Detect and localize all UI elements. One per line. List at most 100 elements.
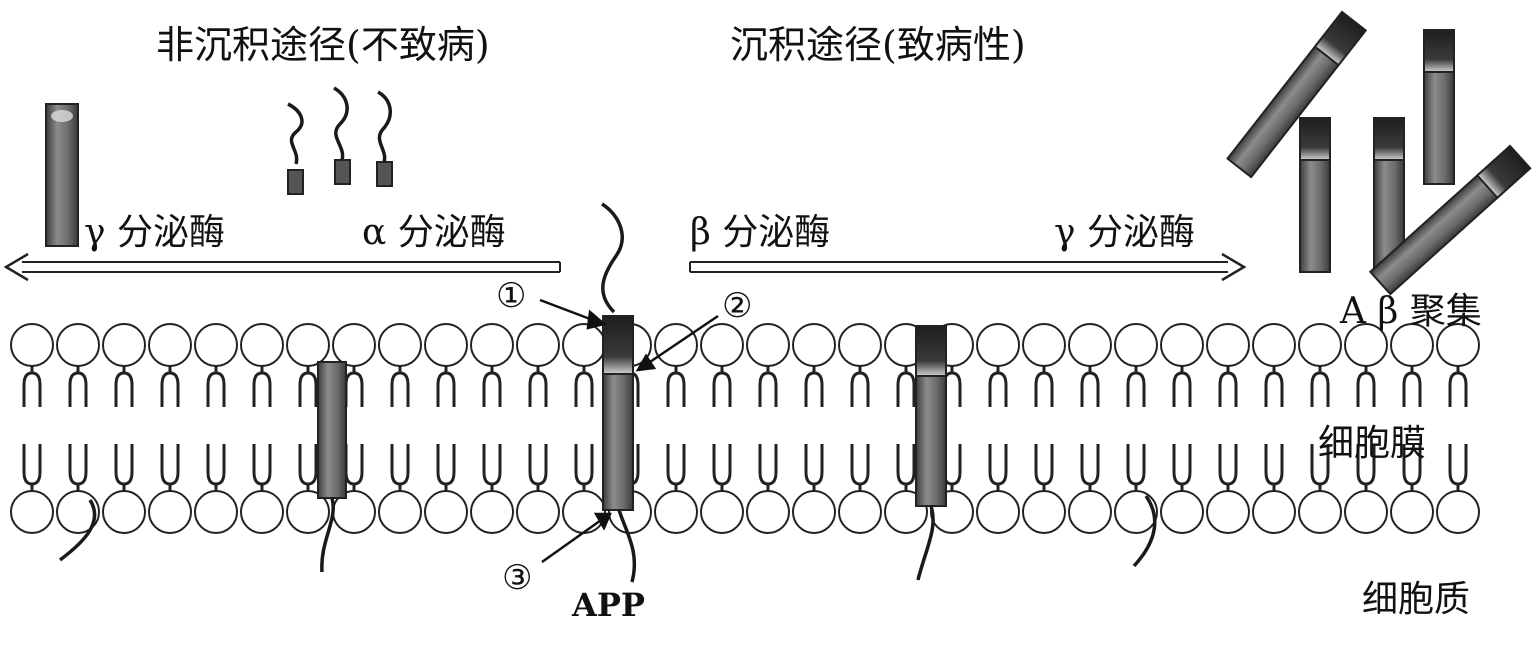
amyloid-arrow [689, 252, 1247, 282]
lipid-tail-inner [988, 444, 1008, 491]
cleavage-site-1-marker: ① [496, 276, 527, 316]
lipid-head-outer [148, 323, 192, 367]
lipid-tail-outer [436, 366, 456, 407]
lipid-tail-inner [390, 444, 410, 491]
lipid-tail-inner [1034, 444, 1054, 491]
lipid-tail-outer [344, 366, 364, 407]
lipid-tail-outer [804, 366, 824, 407]
lipid-head-inner [1114, 490, 1158, 534]
lipid-head-outer [746, 323, 790, 367]
lipid-tail-outer [482, 366, 502, 407]
lipid-head-inner [1344, 490, 1388, 534]
cell-membrane-label: 细胞膜 [1318, 423, 1427, 464]
lipid-tail-inner [206, 444, 226, 491]
lipid-tail-outer [666, 366, 686, 407]
lipid-head-inner [654, 490, 698, 534]
lipid-tail-inner [758, 444, 778, 491]
lipid-tail-inner [160, 444, 180, 491]
lipid-tail-inner [252, 444, 272, 491]
lipid-head-inner [976, 490, 1020, 534]
lipid-bilayer [10, 323, 1480, 534]
lipid-tail-outer [1402, 366, 1422, 407]
lipid-head-inner [148, 490, 192, 534]
lipid-tail-outer [1310, 366, 1330, 407]
membrane-fragment-left [317, 361, 347, 573]
lipid-tail-inner [1126, 444, 1146, 491]
lipid-head-outer [286, 323, 330, 367]
lipid-tail-outer [252, 366, 272, 407]
lipid-tail-inner [528, 444, 548, 491]
lipid-tail-inner [712, 444, 732, 491]
lipid-tail-inner [1172, 444, 1192, 491]
lipid-tail-inner [436, 444, 456, 491]
lipid-head-inner [1068, 490, 1112, 534]
lipid-head-inner [746, 490, 790, 534]
lipid-head-inner [700, 490, 744, 534]
lipid-tail-outer [1126, 366, 1146, 407]
lipid-head-outer [1252, 323, 1296, 367]
lipid-head-inner [10, 490, 54, 534]
lipid-tail-inner [22, 444, 42, 491]
lipid-tail-outer [528, 366, 548, 407]
cleavage-site-3-marker: ③ [502, 558, 533, 598]
app-label: APP [572, 586, 645, 624]
abeta-aggregate-label: A β 聚集 [1340, 291, 1482, 332]
lipid-tail-outer [758, 366, 778, 407]
lipid-head-outer [1114, 323, 1158, 367]
gamma-secretase-right-label: γ 分泌酶 [1054, 212, 1195, 253]
lipid-head-inner [1022, 490, 1066, 534]
lipid-head-outer [332, 323, 376, 367]
lipid-head-outer [562, 323, 606, 367]
cytoplasm-label: 细胞质 [1362, 579, 1471, 620]
gamma-secretase-left-label: γ 分泌酶 [84, 212, 225, 253]
lipid-head-outer [838, 323, 882, 367]
lipid-tail-inner [1264, 444, 1284, 491]
lipid-head-outer [470, 323, 514, 367]
lipid-tail-outer [1034, 366, 1054, 407]
lipid-tail-inner [1402, 444, 1422, 491]
lipid-tail-outer [1264, 366, 1284, 407]
lipid-head-outer [1206, 323, 1250, 367]
lipid-tail-outer [390, 366, 410, 407]
lipid-head-inner [1298, 490, 1342, 534]
lipid-tail-inner [298, 444, 318, 491]
lipid-tail-outer [1172, 366, 1192, 407]
lipid-head-outer [240, 323, 284, 367]
lipid-tail-inner [1356, 444, 1376, 491]
lipid-tail-outer [298, 366, 318, 407]
marker-arrows [539, 298, 719, 564]
lipid-tail-outer [1080, 366, 1100, 407]
lipid-tail-outer [206, 366, 226, 407]
lipid-tail-inner [344, 444, 364, 491]
lipid-tail-outer [1448, 366, 1468, 407]
lipid-tail-inner [896, 444, 916, 491]
lipid-tail-inner [804, 444, 824, 491]
lipid-tail-outer [114, 366, 134, 407]
cytoplasmic-tails [58, 494, 1157, 568]
lipid-head-inner [194, 490, 238, 534]
lipid-tail-inner [68, 444, 88, 491]
lipid-head-outer [1298, 323, 1342, 367]
non-amyloid-arrow [3, 252, 561, 282]
lipid-head-inner [470, 490, 514, 534]
lipid-head-inner [424, 490, 468, 534]
lipid-head-inner [378, 490, 422, 534]
lipid-head-outer [1160, 323, 1204, 367]
lipid-head-inner [1160, 490, 1204, 534]
sappa-blocks [287, 159, 393, 195]
sappa-fragments [287, 86, 392, 165]
lipid-tail-inner [666, 444, 686, 491]
lipid-head-inner [1206, 490, 1250, 534]
lipid-head-inner [1436, 490, 1480, 534]
app-protein [601, 202, 637, 583]
lipid-tail-outer [68, 366, 88, 407]
lipid-head-outer [1022, 323, 1066, 367]
lipid-tail-inner [574, 444, 594, 491]
lipid-tail-inner [1218, 444, 1238, 491]
lipid-head-outer [976, 323, 1020, 367]
lipid-head-inner [838, 490, 882, 534]
lipid-head-outer [102, 323, 146, 367]
lipid-tail-outer [574, 366, 594, 407]
